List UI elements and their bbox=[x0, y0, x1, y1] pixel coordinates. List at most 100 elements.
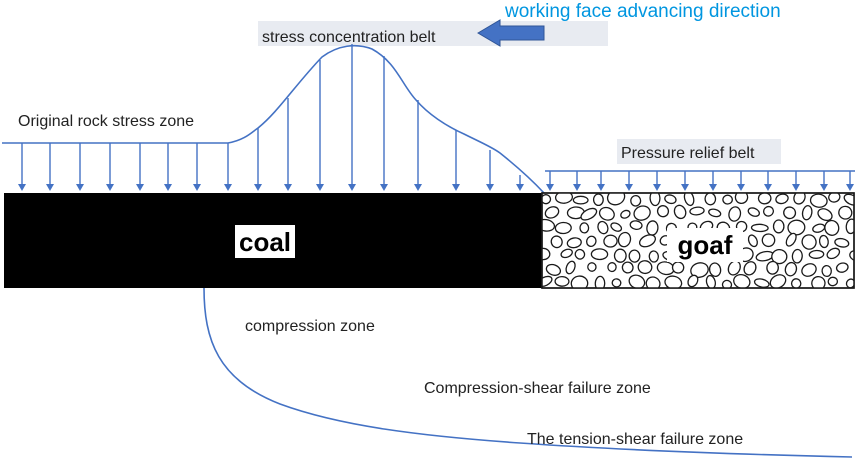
rock-fragment-icon bbox=[817, 208, 833, 222]
rock-fragment-icon bbox=[747, 207, 760, 217]
rock-fragment-icon bbox=[826, 247, 841, 260]
stress-arrows bbox=[18, 44, 854, 191]
rock-fragment-icon bbox=[560, 248, 573, 259]
rock-fragment-icon bbox=[818, 234, 829, 249]
rock-fragment-icon bbox=[757, 193, 772, 205]
rock-fragment-icon bbox=[570, 275, 589, 288]
rock-fragment-icon bbox=[784, 261, 798, 277]
rock-fragment-icon bbox=[597, 220, 609, 235]
rock-fragment-icon bbox=[592, 193, 604, 207]
down-arrow-icon bbox=[737, 184, 745, 191]
rock-fragment-icon bbox=[629, 220, 643, 230]
rock-fragment-icon bbox=[705, 274, 716, 288]
rock-fragment-icon bbox=[671, 261, 685, 274]
down-arrow-icon bbox=[76, 184, 84, 191]
rock-fragment-icon bbox=[554, 193, 574, 204]
rock-fragment-icon bbox=[585, 235, 597, 247]
down-arrow-icon bbox=[452, 184, 460, 191]
rock-fragment-icon bbox=[621, 261, 634, 274]
rock-fragment-icon bbox=[835, 262, 849, 273]
rock-fragment-icon bbox=[801, 234, 817, 250]
rock-fragment-icon bbox=[721, 279, 733, 288]
rock-fragment-icon bbox=[747, 234, 758, 248]
rock-fragment-icon bbox=[574, 248, 586, 260]
compression-zone-label: compression zone bbox=[245, 318, 375, 335]
stress-label-background bbox=[258, 21, 608, 46]
rock-fragment-icon bbox=[594, 275, 606, 288]
rock-fragment-icon bbox=[542, 275, 553, 288]
rock-fragment-icon bbox=[649, 193, 661, 207]
rock-fragment-icon bbox=[656, 205, 670, 218]
rock-fragment-icon bbox=[664, 275, 683, 288]
rock-fragment-icon bbox=[611, 278, 622, 288]
rock-fragment-icon bbox=[617, 231, 632, 248]
rock-fragment-icon bbox=[787, 219, 806, 236]
rock-fragment-icon bbox=[722, 194, 733, 205]
rock-fragment-icon bbox=[607, 262, 617, 273]
down-arrow-icon bbox=[625, 184, 633, 191]
rock-fragment-icon bbox=[821, 264, 832, 278]
rock-fragment-icon bbox=[728, 206, 742, 222]
rock-fragment-icon bbox=[801, 263, 817, 277]
rock-fragment-icon bbox=[690, 262, 709, 278]
down-arrow-icon bbox=[546, 184, 554, 191]
down-arrow-icon bbox=[653, 184, 661, 191]
down-arrow-icon bbox=[681, 184, 689, 191]
down-arrow-icon bbox=[764, 184, 772, 191]
rock-fragment-icon bbox=[542, 194, 552, 205]
rock-fragment-icon bbox=[639, 234, 656, 248]
down-arrow-icon bbox=[792, 184, 800, 191]
rock-fragment-icon bbox=[828, 193, 841, 203]
rock-fragment-icon bbox=[704, 193, 717, 206]
rock-fragment-icon bbox=[785, 232, 797, 247]
down-arrow-icon bbox=[193, 184, 201, 191]
rock-fragment-icon bbox=[753, 278, 770, 288]
rock-fragment-icon bbox=[791, 248, 803, 264]
down-arrow-icon bbox=[46, 184, 54, 191]
rock-fragment-icon bbox=[620, 209, 631, 219]
rock-fragment-icon bbox=[628, 249, 641, 263]
goaf-label-background bbox=[667, 228, 743, 262]
rock-fragment-icon bbox=[580, 207, 598, 221]
advancing-direction-label: working face advancing direction bbox=[504, 1, 781, 22]
rock-fragment-icon bbox=[808, 249, 825, 259]
rock-fragment-icon bbox=[801, 205, 813, 221]
down-arrow-icon bbox=[597, 184, 605, 191]
down-arrow-icon bbox=[820, 184, 828, 191]
stress-concentration-label: stress concentration belt bbox=[262, 29, 436, 46]
rock-fragment-icon bbox=[550, 235, 563, 249]
down-arrow-icon bbox=[573, 184, 581, 191]
rock-fragment-icon bbox=[637, 260, 653, 275]
arrow-left-icon bbox=[477, 19, 545, 47]
rock-fragment-icon bbox=[775, 193, 789, 205]
rock-fragment-icon bbox=[572, 195, 589, 205]
down-arrow-icon bbox=[709, 184, 717, 191]
coal-label-background bbox=[235, 225, 295, 258]
rock-fragment-icon bbox=[766, 260, 779, 275]
rock-fragment-icon bbox=[664, 194, 677, 205]
rock-fragment-icon bbox=[587, 262, 597, 272]
rock-fragment-icon bbox=[743, 261, 757, 276]
rock-fragment-icon bbox=[849, 250, 854, 261]
rock-fragment-icon bbox=[689, 206, 705, 216]
down-arrow-icon bbox=[348, 184, 356, 191]
rock-fragment-icon bbox=[772, 219, 785, 234]
rock-fragment-icon bbox=[769, 274, 787, 288]
rock-fragment-icon bbox=[750, 223, 769, 233]
failure-zone-boundary bbox=[203, 287, 853, 458]
down-arrow-icon bbox=[846, 184, 854, 191]
down-arrow-icon bbox=[516, 184, 524, 191]
goaf-border bbox=[541, 192, 855, 289]
rock-fragment-icon bbox=[554, 275, 570, 287]
rock-fragment-icon bbox=[762, 205, 775, 217]
rock-fragment-icon bbox=[673, 204, 687, 220]
rock-fragment-icon bbox=[827, 276, 839, 287]
rock-fragment-icon bbox=[734, 193, 749, 205]
goaf-label: goaf bbox=[678, 230, 733, 260]
down-arrow-icon bbox=[316, 184, 324, 191]
rock-fragment-icon bbox=[687, 274, 699, 288]
rock-fragment-icon bbox=[809, 193, 828, 208]
rock-fragment-icon bbox=[838, 205, 853, 220]
